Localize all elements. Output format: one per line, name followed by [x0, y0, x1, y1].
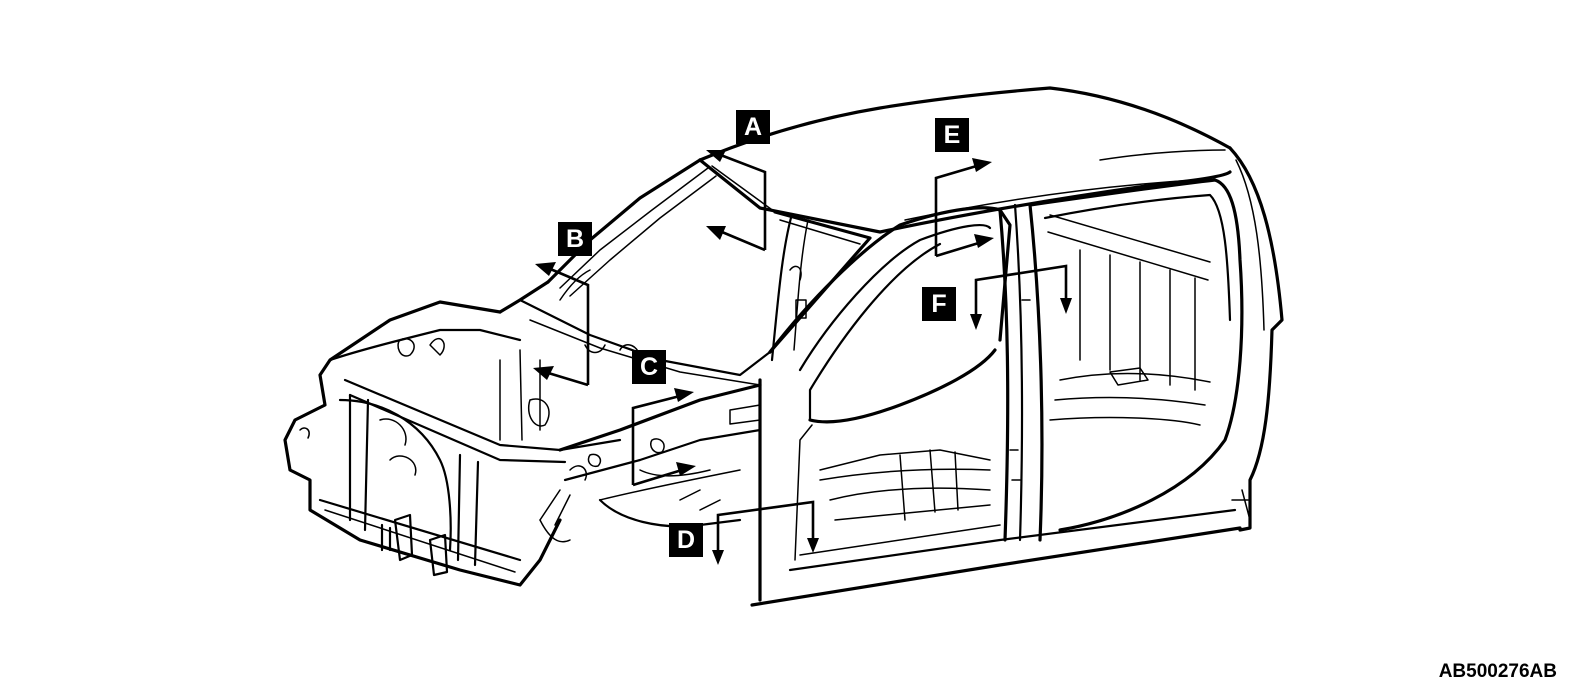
callout-a: A [736, 110, 770, 144]
figure-id-label: AB500276AB [1438, 661, 1557, 682]
leader-d [712, 500, 819, 565]
callout-a-label: A [743, 112, 763, 141]
leader-b [533, 262, 590, 387]
rear-door-opening [1028, 178, 1244, 532]
callout-d: D [669, 523, 703, 557]
rear-quarter [1228, 146, 1284, 532]
b-pillar [998, 203, 1044, 542]
windshield-frame [546, 158, 872, 354]
front-door-opening [750, 206, 1242, 607]
leader-e [934, 158, 994, 258]
callout-c: C [632, 350, 666, 384]
callout-f-label: F [931, 289, 947, 318]
callout-e: E [935, 118, 969, 152]
callout-f: F [922, 287, 956, 321]
bumper-brackets [380, 513, 449, 577]
callout-d-label: D [676, 525, 696, 554]
front-apron-and-radiator-support [283, 300, 622, 587]
a-pillar-inner [770, 212, 809, 362]
callout-b-label: B [565, 224, 585, 253]
leader-c [631, 388, 696, 487]
callout-e-label: E [943, 120, 961, 149]
callout-b: B [558, 222, 592, 256]
callout-c-label: C [639, 352, 659, 381]
front-side-member [539, 383, 762, 543]
leader-a [706, 150, 767, 252]
front-floor [819, 449, 991, 521]
leader-f [970, 264, 1072, 330]
